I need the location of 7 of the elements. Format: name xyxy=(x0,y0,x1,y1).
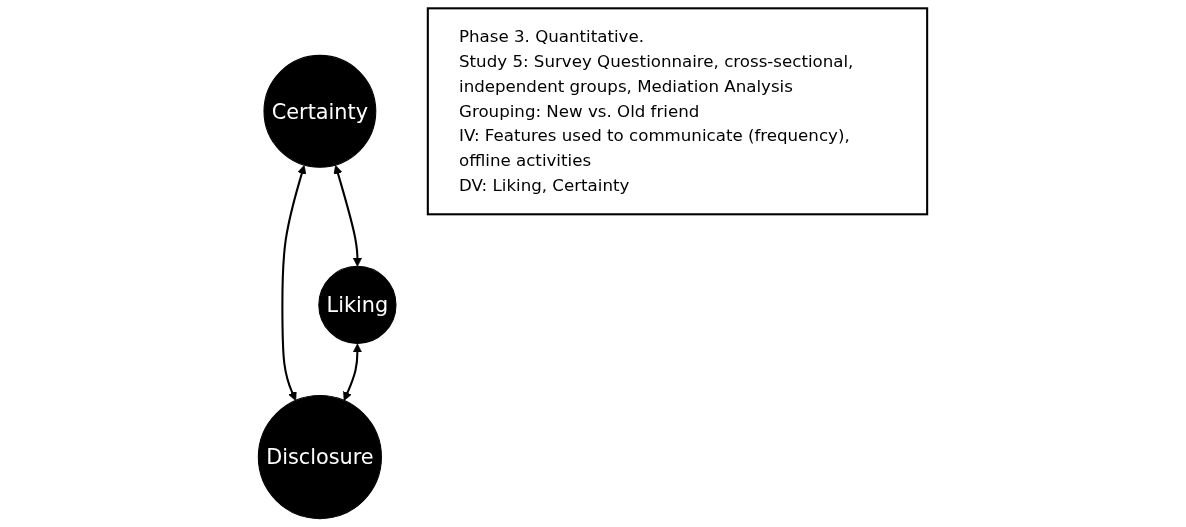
arrow xyxy=(333,165,363,267)
arrow xyxy=(281,165,307,401)
arrow xyxy=(343,343,363,401)
node-circle: Disclosure xyxy=(258,395,383,520)
node-circle: Liking xyxy=(318,265,397,345)
node-circle: Certainty xyxy=(263,54,377,168)
node-box: Phase 3. Quantitative. Study 5: Survey Questionnaire, cross-sectional, independent groups, Mediation Analysis Grouping: New vs. Old friend IV: Features used to communicate (frequency), offline activities DV: Liking, Certainty xyxy=(427,7,929,216)
